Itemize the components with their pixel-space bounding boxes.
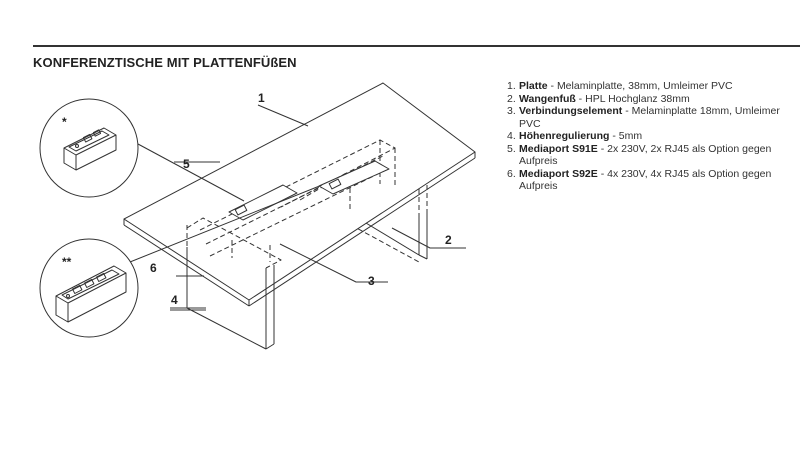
detail-circle-s92e <box>39 238 139 338</box>
front-leg-panel <box>170 225 275 350</box>
callout-3: 3 <box>368 274 375 288</box>
callout-6: 6 <box>150 261 157 275</box>
legend-item: 2. Wangenfuß - HPL Hochglanz 38mm <box>507 92 690 105</box>
callout-5: 5 <box>183 157 190 171</box>
callout-4: 4 <box>171 293 178 307</box>
legend-item: 5. Mediaport S91E - 2x 230V, 2x RJ45 als… <box>507 142 772 168</box>
legend-item: 3. Verbindungselement - Melaminplatte 18… <box>507 105 780 130</box>
mediaport-cutout-6 <box>318 160 390 195</box>
legend-item: 1. Platte - Melaminplatte, 38mm, Umleime… <box>507 80 733 92</box>
legend-item: 4. Höhenregulierung - 5mm <box>507 130 643 142</box>
header-rule <box>33 45 800 47</box>
page-title: KONFERENZTISCHE MIT PLATTENFÜßEN <box>33 55 297 70</box>
legend-item: 6. Mediaport S92E - 4x 230V, 4x RJ45 als… <box>507 167 772 193</box>
mediaport-cutout-5 <box>228 184 298 221</box>
callout-1: 1 <box>258 91 265 105</box>
parts-legend: 1. Platte - Melaminplatte, 38mm, Umleime… <box>507 80 782 193</box>
detail-marker-single-star: * <box>62 115 67 129</box>
detail-circle-s91e <box>39 98 139 198</box>
callout-2: 2 <box>445 233 452 247</box>
detail-marker-double-star: ** <box>62 255 72 269</box>
leader-lines <box>119 104 466 309</box>
